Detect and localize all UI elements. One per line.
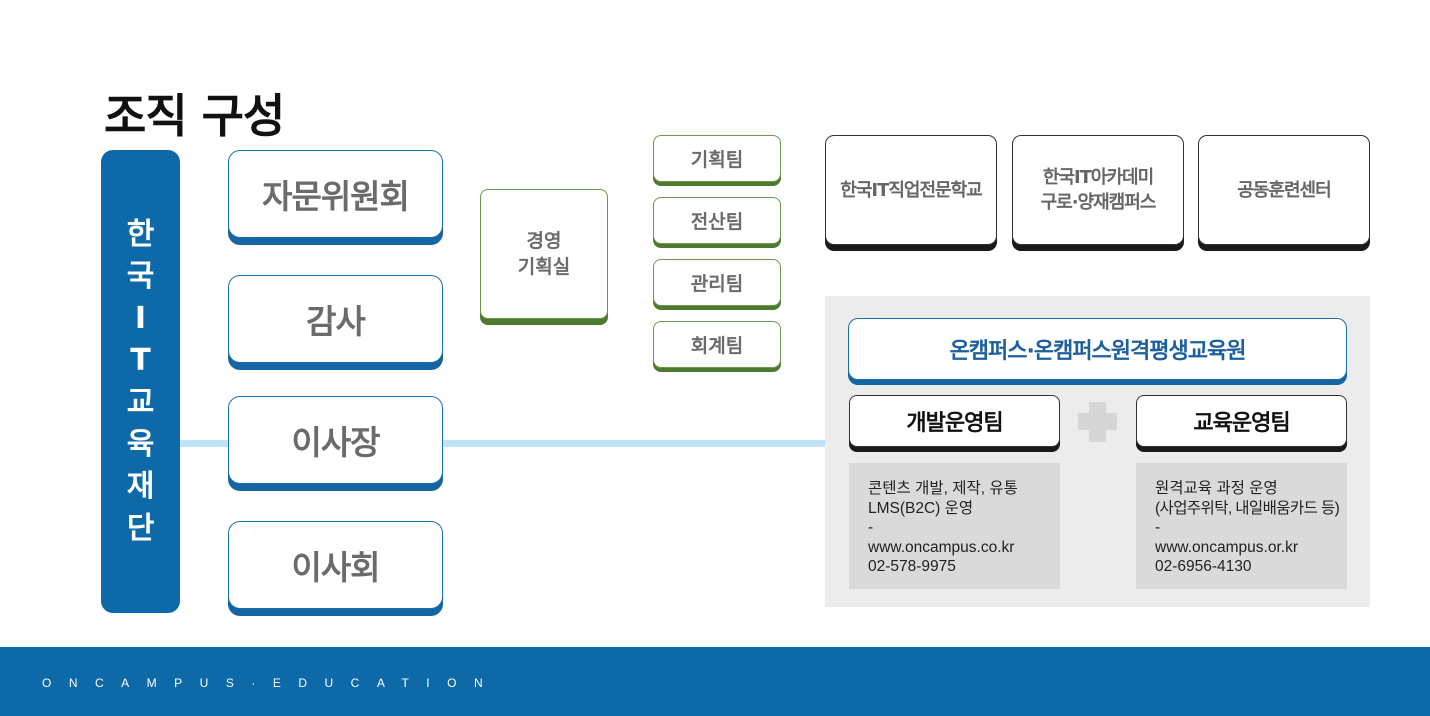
school-line: 공동훈련센터 [1237, 179, 1331, 201]
foundation-char: 교 [126, 384, 155, 420]
edu-team-description: 원격교육 과정 운영 (사업주위탁, 내일배움카드 등) - www.oncam… [1136, 463, 1347, 589]
school-box-it-vocational: 한국IT직업전문학교 [825, 135, 997, 245]
chairman-box: 이사장 [228, 396, 443, 484]
foundation-char: 국 [126, 258, 155, 294]
oncampus-institute-box: 온캠퍼스·온캠퍼스원격평생교육원 [848, 318, 1347, 380]
plus-icon-bar [1078, 413, 1117, 430]
foundation-char: 한 [126, 216, 155, 252]
connector-line-left [180, 440, 230, 447]
website-link[interactable]: www.oncampus.or.kr [1155, 538, 1298, 556]
phone-number: 02-6956-4130 [1155, 558, 1252, 575]
foundation-char: T [130, 342, 151, 378]
it-team-box: 전산팀 [653, 197, 781, 244]
management-office-line: 기획실 [517, 256, 571, 278]
foundation-char: I [134, 300, 147, 336]
board-box: 이사회 [228, 521, 443, 609]
foundation-char: 단 [126, 510, 155, 546]
connector-line-right [442, 440, 826, 447]
management-planning-office-box: 경영 기획실 [480, 189, 608, 319]
dev-operations-team-box: 개발운영팀 [849, 395, 1060, 447]
website-link[interactable]: www.oncampus.co.kr [868, 538, 1015, 556]
edu-operations-team-box: 교육운영팀 [1136, 395, 1347, 447]
audit-box: 감사 [228, 275, 443, 363]
planning-team-box: 기획팀 [653, 135, 781, 182]
school-line: 한국IT직업전문학교 [840, 179, 982, 201]
description-line: 콘텐츠 개발, 제작, 유통 [868, 480, 1018, 497]
school-line: 한국IT아카데미 [1042, 167, 1154, 188]
footer-text: ONCAMPUS·EDUCATION [42, 676, 501, 690]
dev-team-description: 콘텐츠 개발, 제작, 유통 LMS(B2C) 운영 - www.oncampu… [849, 463, 1060, 589]
foundation-char: 재 [126, 468, 155, 504]
page-title: 조직 구성 [104, 89, 285, 143]
phone-number: 02-578-9975 [868, 558, 956, 575]
admin-team-box: 관리팀 [653, 259, 781, 306]
footer-bar: ONCAMPUS·EDUCATION [0, 647, 1430, 716]
description-line: - [1155, 519, 1161, 536]
description-line: 원격교육 과정 운영 [1155, 480, 1278, 497]
advisory-committee-box: 자문위원회 [228, 150, 443, 238]
management-office-line: 경영 [526, 230, 562, 252]
accounting-team-box: 회계팀 [653, 321, 781, 368]
foundation-char: 육 [126, 426, 155, 462]
school-box-it-academy: 한국IT아카데미 구로·양재캠퍼스 [1012, 135, 1184, 245]
foundation-block: 한 국 I T 교 육 재 단 [101, 150, 180, 613]
description-line: LMS(B2C) 운영 [868, 499, 974, 517]
school-line: 구로·양재캠퍼스 [1040, 192, 1157, 213]
school-box-joint-training: 공동훈련센터 [1198, 135, 1370, 245]
description-line: (사업주위탁, 내일배움카드 등) [1155, 499, 1340, 517]
description-line: - [868, 519, 874, 536]
